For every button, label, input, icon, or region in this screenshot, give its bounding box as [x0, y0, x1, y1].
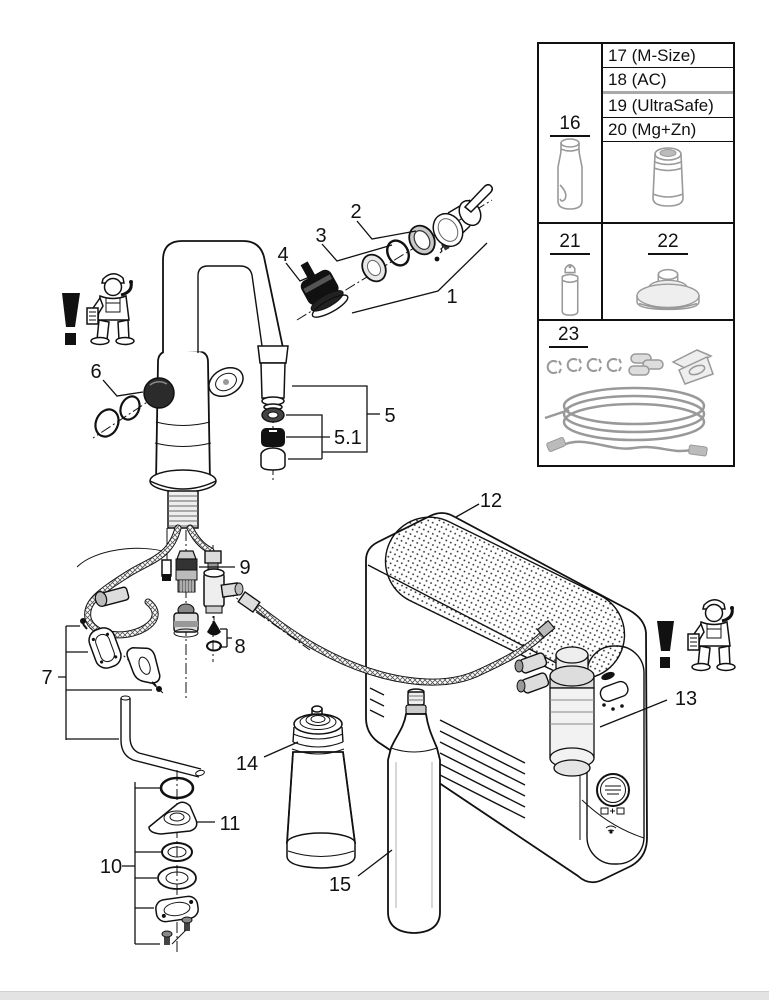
triangular-escutcheon: [148, 801, 198, 835]
lever-handle: [432, 183, 494, 248]
callout-11: 11: [220, 813, 241, 835]
aerator-insert: [261, 428, 285, 447]
panel-button: [599, 680, 629, 703]
care-bottle-icon: [557, 138, 583, 210]
pullout-hose: [84, 524, 182, 639]
vent-grille-top: [384, 516, 626, 680]
callout-leader-lines: [58, 220, 668, 945]
cable-connector: [161, 559, 172, 577]
check-valve: [175, 550, 198, 593]
callout-5-1: 5.1: [334, 427, 362, 449]
mounting-hardware-stack: [148, 776, 199, 945]
panel-row-3: 23: [539, 319, 733, 463]
part-20-label: 20 (Mg+Zn): [603, 118, 733, 142]
faucet: [94, 240, 289, 529]
warning-exclamation-icon: [657, 621, 674, 668]
part-18-label: 18 (AC): [603, 68, 733, 94]
callout-1: 1: [446, 286, 457, 308]
panel-row-2: 21 22: [539, 222, 733, 319]
bent-tube: [120, 695, 205, 778]
callout-9: 9: [239, 557, 250, 579]
coupling: [173, 603, 199, 638]
co2-bottle-icon: [561, 264, 579, 316]
led-indicator: [601, 671, 615, 681]
callout-3: 3: [315, 225, 326, 247]
part-16-label: 16: [550, 114, 590, 137]
filter-cartridge-icon: [652, 147, 684, 207]
washer-ring: [161, 842, 193, 862]
under-sink-assembly: [76, 524, 261, 778]
seal-washer: [206, 640, 222, 652]
o-ring: [94, 408, 120, 438]
panel-cell-17-20: 17 (M-Size) 18 (AC) 19 (UltraSafe) 20 (M…: [603, 44, 733, 222]
callout-10: 10: [100, 856, 122, 878]
supply-hose-to-cooler: [254, 604, 556, 686]
hose-installation-kit-icon: [544, 349, 714, 457]
cooler-box: [365, 512, 648, 884]
cone-seal: [207, 620, 221, 636]
mounting-bolts: [161, 916, 193, 945]
part-17-label: 17 (M-Size): [603, 44, 733, 68]
panel-cell-16: 16: [539, 44, 603, 222]
filter-variant-labels: 17 (M-Size) 18 (AC) 19 (UltraSafe) 20 (M…: [603, 44, 733, 142]
co2-bottle: [387, 688, 441, 934]
callout-12: 12: [480, 490, 502, 512]
installer-technician-icon: [85, 272, 136, 346]
cartridge: [300, 261, 349, 318]
cooler-filter-head: [514, 646, 595, 777]
part-19-label: 19 (UltraSafe): [603, 94, 733, 118]
handle-exploded-parts: [300, 183, 494, 318]
part-21-label: 21: [550, 232, 590, 255]
spare-parts-panel: 16 17 (M-Size) 18 (AC) 19 (UltraSafe) 20…: [537, 42, 735, 467]
vent-slats-front: [369, 687, 526, 819]
callout-15: 15: [329, 874, 351, 896]
panel-cell-21: 21: [539, 224, 603, 319]
callout-numbers: 1 2 3 4 5 5.1 6 7 8 9 10 11 12 13 14 15: [41, 201, 697, 896]
panel-row-1: 16 17 (M-Size) 18 (AC) 19 (UltraSafe) 20…: [539, 44, 733, 222]
installer-technician-icon: [686, 598, 737, 672]
angle-valve: [203, 550, 261, 652]
callout-7: 7: [41, 667, 52, 689]
filter-cartridge: [286, 705, 357, 869]
footer-bar: [0, 991, 769, 1000]
spout-tip: [257, 345, 289, 411]
callout-5: 5: [384, 405, 395, 427]
part-23-label: 23: [549, 325, 589, 348]
callout-13: 13: [675, 688, 697, 710]
blue-knob: [143, 377, 175, 409]
o-ring: [386, 239, 410, 267]
filter-head-adapter-icon: [636, 268, 700, 311]
threaded-shank: [167, 490, 199, 529]
mounting-flange: [155, 895, 199, 923]
callout-2: 2: [350, 201, 361, 223]
callout-14: 14: [236, 753, 258, 775]
callout-8: 8: [234, 636, 245, 658]
panel-cell-22: 22: [603, 224, 733, 319]
callout-6: 6: [90, 361, 101, 383]
mousseur-parts: [260, 407, 286, 471]
o-ring: [159, 776, 195, 800]
callout-4: 4: [277, 244, 288, 266]
base-ring: [157, 866, 197, 890]
o-ring: [119, 395, 141, 421]
warning-exclamation-icon: [62, 293, 80, 345]
part-22-label: 22: [648, 232, 688, 255]
hose-nut: [237, 590, 261, 614]
hose-end-fitting: [536, 619, 556, 639]
mounting-clamp-set: [80, 618, 162, 692]
brand-badge-icon: [596, 773, 630, 807]
